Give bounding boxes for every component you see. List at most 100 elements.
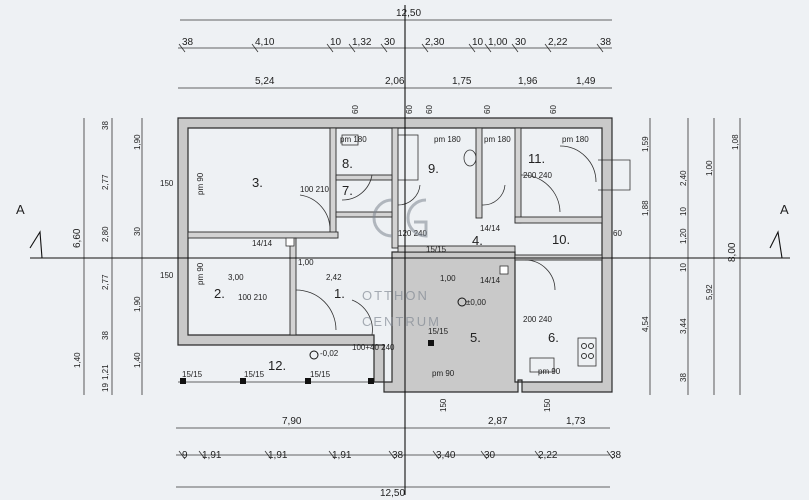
watermark-text: CENTRUM xyxy=(362,314,441,329)
overall-depth-right: 8,00 xyxy=(727,242,738,262)
chimney-icon xyxy=(499,265,509,275)
room-8-label: 8. xyxy=(342,156,353,171)
window-width-label: 60 xyxy=(549,105,558,114)
right-dim-label: 10 xyxy=(679,263,688,272)
bottom-dim-label: 30 xyxy=(484,450,496,461)
sink-icon xyxy=(529,357,555,373)
top-dim-label: 1,96 xyxy=(518,76,538,87)
toilet-icon xyxy=(463,149,477,167)
left-dim-label: 2,80 xyxy=(101,226,110,242)
top-dim-label: 38 xyxy=(182,37,194,48)
room-3-label: 3. xyxy=(252,175,263,190)
window-width-label: 150 xyxy=(160,179,174,188)
left-dim-label: 1,90 xyxy=(133,134,142,150)
door-label: 200 240 xyxy=(523,171,552,180)
top-dim-label: 5,24 xyxy=(255,76,275,87)
bathtub-icon xyxy=(397,134,419,181)
level-marker-icon xyxy=(457,297,467,307)
room-labels: 3. 2. 1. 7. 8. 9. 11. 10. 4. 5. 6. 12. xyxy=(214,151,570,373)
section-mark-right: A xyxy=(780,202,789,217)
top-dim-label: 4,10 xyxy=(255,37,275,48)
right-dim-label: 5,92 xyxy=(705,284,714,300)
left-dim-label: 38 xyxy=(101,121,110,130)
section-mark-left: A xyxy=(16,202,25,217)
bottom-dim-label: 38 xyxy=(610,450,622,461)
left-dim-label: 2,77 xyxy=(101,274,110,290)
bottom-dim-label: 9 xyxy=(182,450,188,461)
room-5-label: 5. xyxy=(470,330,481,345)
level-label: ±0,00 xyxy=(466,298,487,307)
right-dim-label: 1,08 xyxy=(731,134,740,150)
window-width-label: 60 xyxy=(351,105,360,114)
top-dim-label: 10 xyxy=(472,37,484,48)
top-dim-label: 1,00 xyxy=(488,37,508,48)
room-2-label: 2. xyxy=(214,286,225,301)
right-dimensions: 8,00 1,592,401,001,08101,881,20105,924,5… xyxy=(641,118,741,395)
window-width-label: 60 xyxy=(483,105,492,114)
left-dim-label: 19 xyxy=(101,383,110,392)
top-dim-label: 10 xyxy=(330,37,342,48)
level-marker-icon xyxy=(309,350,319,360)
chimney-icon xyxy=(428,340,434,346)
top-dim-label: 2,22 xyxy=(548,37,568,48)
washbasin-icon xyxy=(341,134,359,146)
right-dim-label: 1,59 xyxy=(641,136,650,152)
right-dim-label: 3,44 xyxy=(679,318,688,334)
terrace: 15/15 15/15 15/15 -0,02 xyxy=(178,349,378,384)
bottom-dim-label: 1,91 xyxy=(268,450,288,461)
bottom-dim-label: 2,87 xyxy=(488,416,508,427)
top-dim-label: 38 xyxy=(600,37,612,48)
room-4-label: 4. xyxy=(472,233,483,248)
floor-tile-label: 14/14 xyxy=(480,276,501,285)
terrace-tile-label: 15/15 xyxy=(310,370,331,379)
top-dim-label: 2,30 xyxy=(425,37,445,48)
bottom-dim-label: 3,40 xyxy=(436,450,456,461)
top-dim-label: 2,06 xyxy=(385,76,405,87)
inner-dim-label: 1,00 xyxy=(440,274,456,283)
chimney-icon xyxy=(285,237,295,247)
room-10-label: 10. xyxy=(552,232,570,247)
left-dim-label: 30 xyxy=(133,227,142,236)
window-label: pm 180 xyxy=(340,135,367,144)
bottom-dim-label: 2,22 xyxy=(538,450,558,461)
terrace-level-label: -0,02 xyxy=(320,349,339,358)
top-dim-label: 1,75 xyxy=(452,76,472,87)
right-dim-label: 4,54 xyxy=(641,316,650,332)
inner-dim-label: 2,42 xyxy=(326,273,342,282)
door-label: 200 240 xyxy=(523,315,552,324)
room-6-label: 6. xyxy=(548,330,559,345)
fixtures xyxy=(285,134,597,373)
terrace-tile-label: 15/15 xyxy=(244,370,265,379)
right-dim-label: 1,20 xyxy=(679,228,688,244)
window-width-label: 150 xyxy=(543,398,552,412)
inner-dim-label: 1,00 xyxy=(298,258,314,267)
left-dim-label: 1,40 xyxy=(133,352,142,368)
watermark-text: OTTHON xyxy=(362,288,429,303)
room-12-label: 12. xyxy=(268,358,286,373)
room-1-label: 1. xyxy=(334,286,345,301)
room-9-label: 9. xyxy=(428,161,439,176)
floor-tile-label: 14/14 xyxy=(480,224,501,233)
window-width-label: 60 xyxy=(405,105,414,114)
bottom-dim-label: 7,90 xyxy=(282,416,302,427)
window-label: pm 180 xyxy=(484,135,511,144)
terrace-tile-label: 15/15 xyxy=(182,370,203,379)
door-label: 100 210 xyxy=(238,293,267,302)
left-dim-label: 38 xyxy=(101,331,110,340)
overall-width-bottom: 12,50 xyxy=(380,488,405,499)
top-dim-label: 30 xyxy=(515,37,527,48)
left-dim-label: 1,21 xyxy=(101,364,110,380)
overall-depth-left: 6,60 xyxy=(72,228,83,248)
bottom-dim-label: 1,73 xyxy=(566,416,586,427)
floor-tile-label: 15/15 xyxy=(428,327,449,336)
window-width-label: 150 xyxy=(439,398,448,412)
right-dim-label: 10 xyxy=(679,207,688,216)
window-label: pm 180 xyxy=(434,135,461,144)
watermark-logo: OTTHON CENTRUM xyxy=(362,198,441,329)
window-width-label: 60 xyxy=(613,229,622,238)
